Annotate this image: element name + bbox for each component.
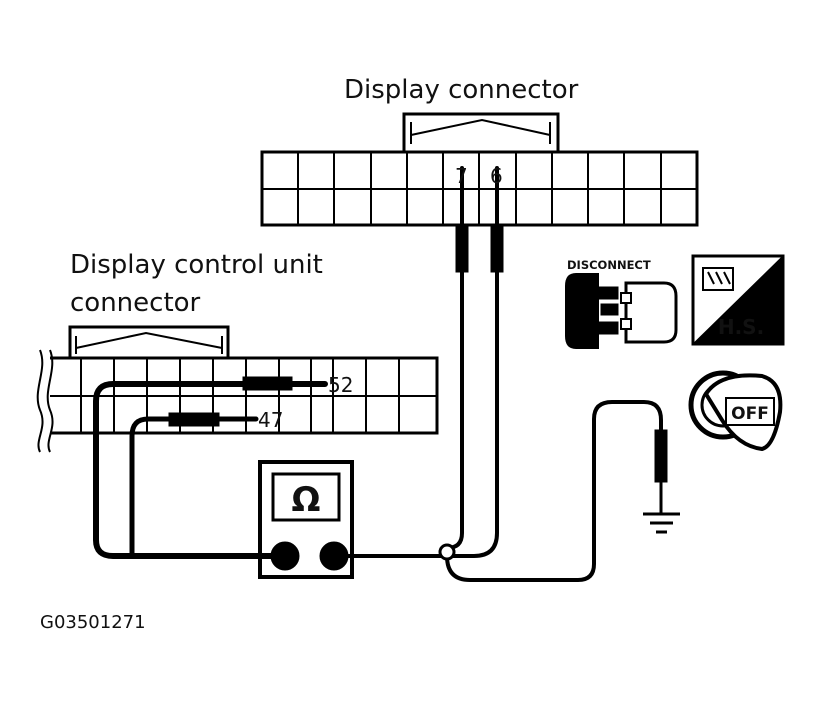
harness-side-icon bbox=[691, 254, 785, 346]
pin-label-47: 47 bbox=[258, 408, 283, 432]
pin-label-52: 52 bbox=[328, 373, 353, 397]
display-connector-title: Display connector bbox=[344, 75, 579, 105]
disconnect-icon bbox=[565, 273, 678, 349]
ground-symbol bbox=[643, 512, 680, 534]
ignition-switch-icon bbox=[688, 370, 783, 452]
display-connector bbox=[260, 112, 699, 227]
control-unit-title-line2: connector bbox=[70, 288, 201, 318]
figure-code: G03501271 bbox=[40, 612, 146, 633]
junction-dot bbox=[438, 543, 456, 561]
harness-side-label: H.S. bbox=[718, 315, 764, 339]
ignition-off-label: OFF bbox=[731, 404, 769, 424]
pin-label-7: 7 bbox=[455, 164, 468, 188]
control-unit-connector bbox=[36, 325, 439, 453]
ohmmeter bbox=[258, 460, 354, 579]
probes bbox=[168, 224, 668, 483]
ohm-symbol: Ω bbox=[292, 480, 321, 520]
pin-label-6: 6 bbox=[490, 164, 503, 188]
disconnect-label: DISCONNECT bbox=[567, 258, 651, 272]
control-unit-title-line1: Display control unit bbox=[70, 250, 323, 280]
